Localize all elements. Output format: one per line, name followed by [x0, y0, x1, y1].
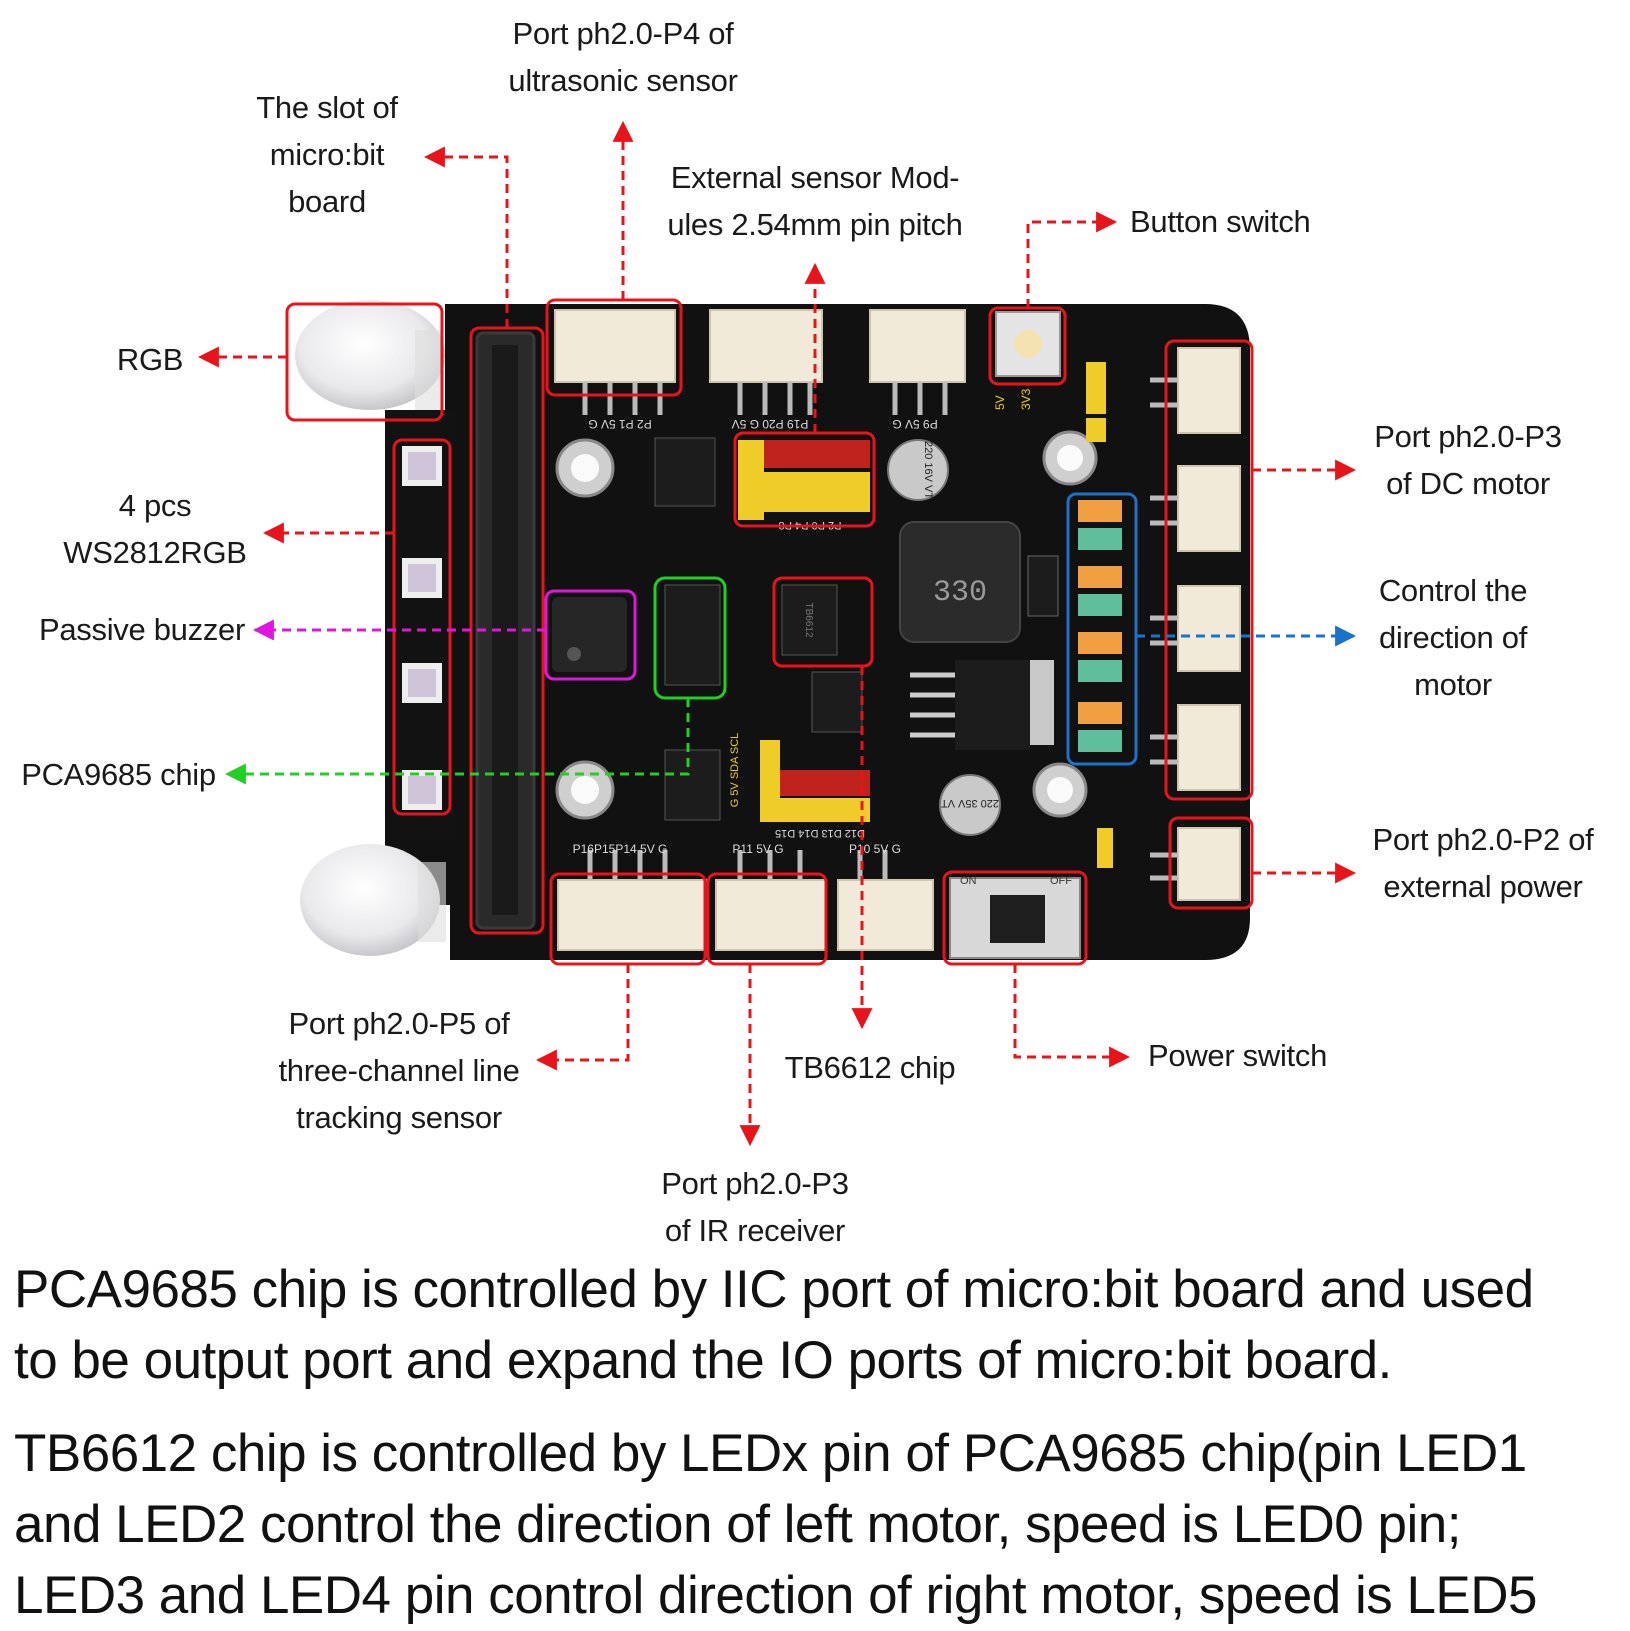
power-switch-slider	[990, 895, 1045, 943]
label-motor-direction: Control thedirection ofmotor	[1358, 567, 1548, 708]
regulator	[955, 660, 1030, 750]
label-line-tracking: Port ph2.0-P5 ofthree-channel linetracki…	[268, 1000, 530, 1141]
ic-small	[812, 672, 862, 732]
paragraph-tb6612: TB6612 chip is controlled by LEDx pin of…	[14, 1418, 1619, 1631]
pin-header-top	[738, 440, 870, 520]
leader-power-switch	[1015, 964, 1128, 1057]
silk-bottom-mid-port: P11 5V G	[732, 842, 783, 856]
top-connectors	[555, 310, 965, 382]
label-external-power: Port ph2.0-P2 ofexternal power	[1358, 816, 1608, 910]
ic-bottom-left	[665, 750, 720, 820]
silk-off: OFF	[1050, 875, 1072, 887]
silk-bottom-header: G 5V SDA SCL	[729, 733, 741, 808]
label-button-switch: Button switch	[1130, 198, 1340, 245]
leader-line-tracking	[538, 964, 628, 1060]
label-rgb: RGB	[100, 336, 200, 383]
silk-bottom-left-port: P16P15P14 5V G	[573, 842, 668, 856]
silk-5v: 5V	[993, 395, 1007, 410]
label-ir-receiver: Port ph2.0-P3of IR receiver	[640, 1160, 870, 1254]
paragraph-pca9685: PCA9685 chip is controlled by IIC port o…	[14, 1254, 1619, 1396]
button-cap	[1014, 330, 1042, 358]
ic-pca9685	[665, 585, 720, 685]
silk-tb6612: TB6612	[803, 602, 814, 637]
label-microbit-slot: The slot ofmicro:bitboard	[232, 84, 422, 225]
silk-3v3: 3V3	[1019, 388, 1033, 410]
label-external-modules: External sensor Mod-ules 2.54mm pin pitc…	[650, 154, 980, 248]
label-tb6612: TB6612 chip	[770, 1044, 970, 1091]
silk-on: ON	[960, 875, 977, 887]
silk-top-mid-port: P19 P20 G 5V	[732, 417, 809, 431]
leader-button	[1028, 222, 1115, 308]
label-ultrasonic-port: Port ph2.0-P4 ofultrasonic sensor	[498, 10, 748, 104]
cap-top	[888, 440, 948, 500]
silk-bottom-header-pins: D12 D13 D14 D15	[775, 827, 865, 839]
label-passive-buzzer: Passive buzzer	[32, 606, 252, 653]
label-ws2812: 4 pcsWS2812RGB	[55, 482, 255, 576]
buzzer	[552, 597, 627, 672]
ic-top-left	[655, 438, 715, 506]
silk-cap-top: 220 16V VT	[922, 441, 934, 499]
silk-cap-bottom: 220 35V VT	[941, 797, 999, 809]
silk-top-left-port: P2 P1 5V G	[588, 417, 651, 431]
leader-slot	[426, 157, 507, 328]
label-pca9685: PCA9685 chip	[16, 751, 221, 798]
label-dc-motor-port: Port ph2.0-P3of DC motor	[1358, 413, 1578, 507]
silk-inductor: 330	[933, 576, 987, 610]
silk-top-right-port: P9 5V G	[892, 417, 937, 431]
bottom-connectors	[558, 880, 933, 950]
silk-bottom-right-port: P10 5V G	[849, 842, 901, 856]
label-power-switch: Power switch	[1148, 1032, 1348, 1079]
